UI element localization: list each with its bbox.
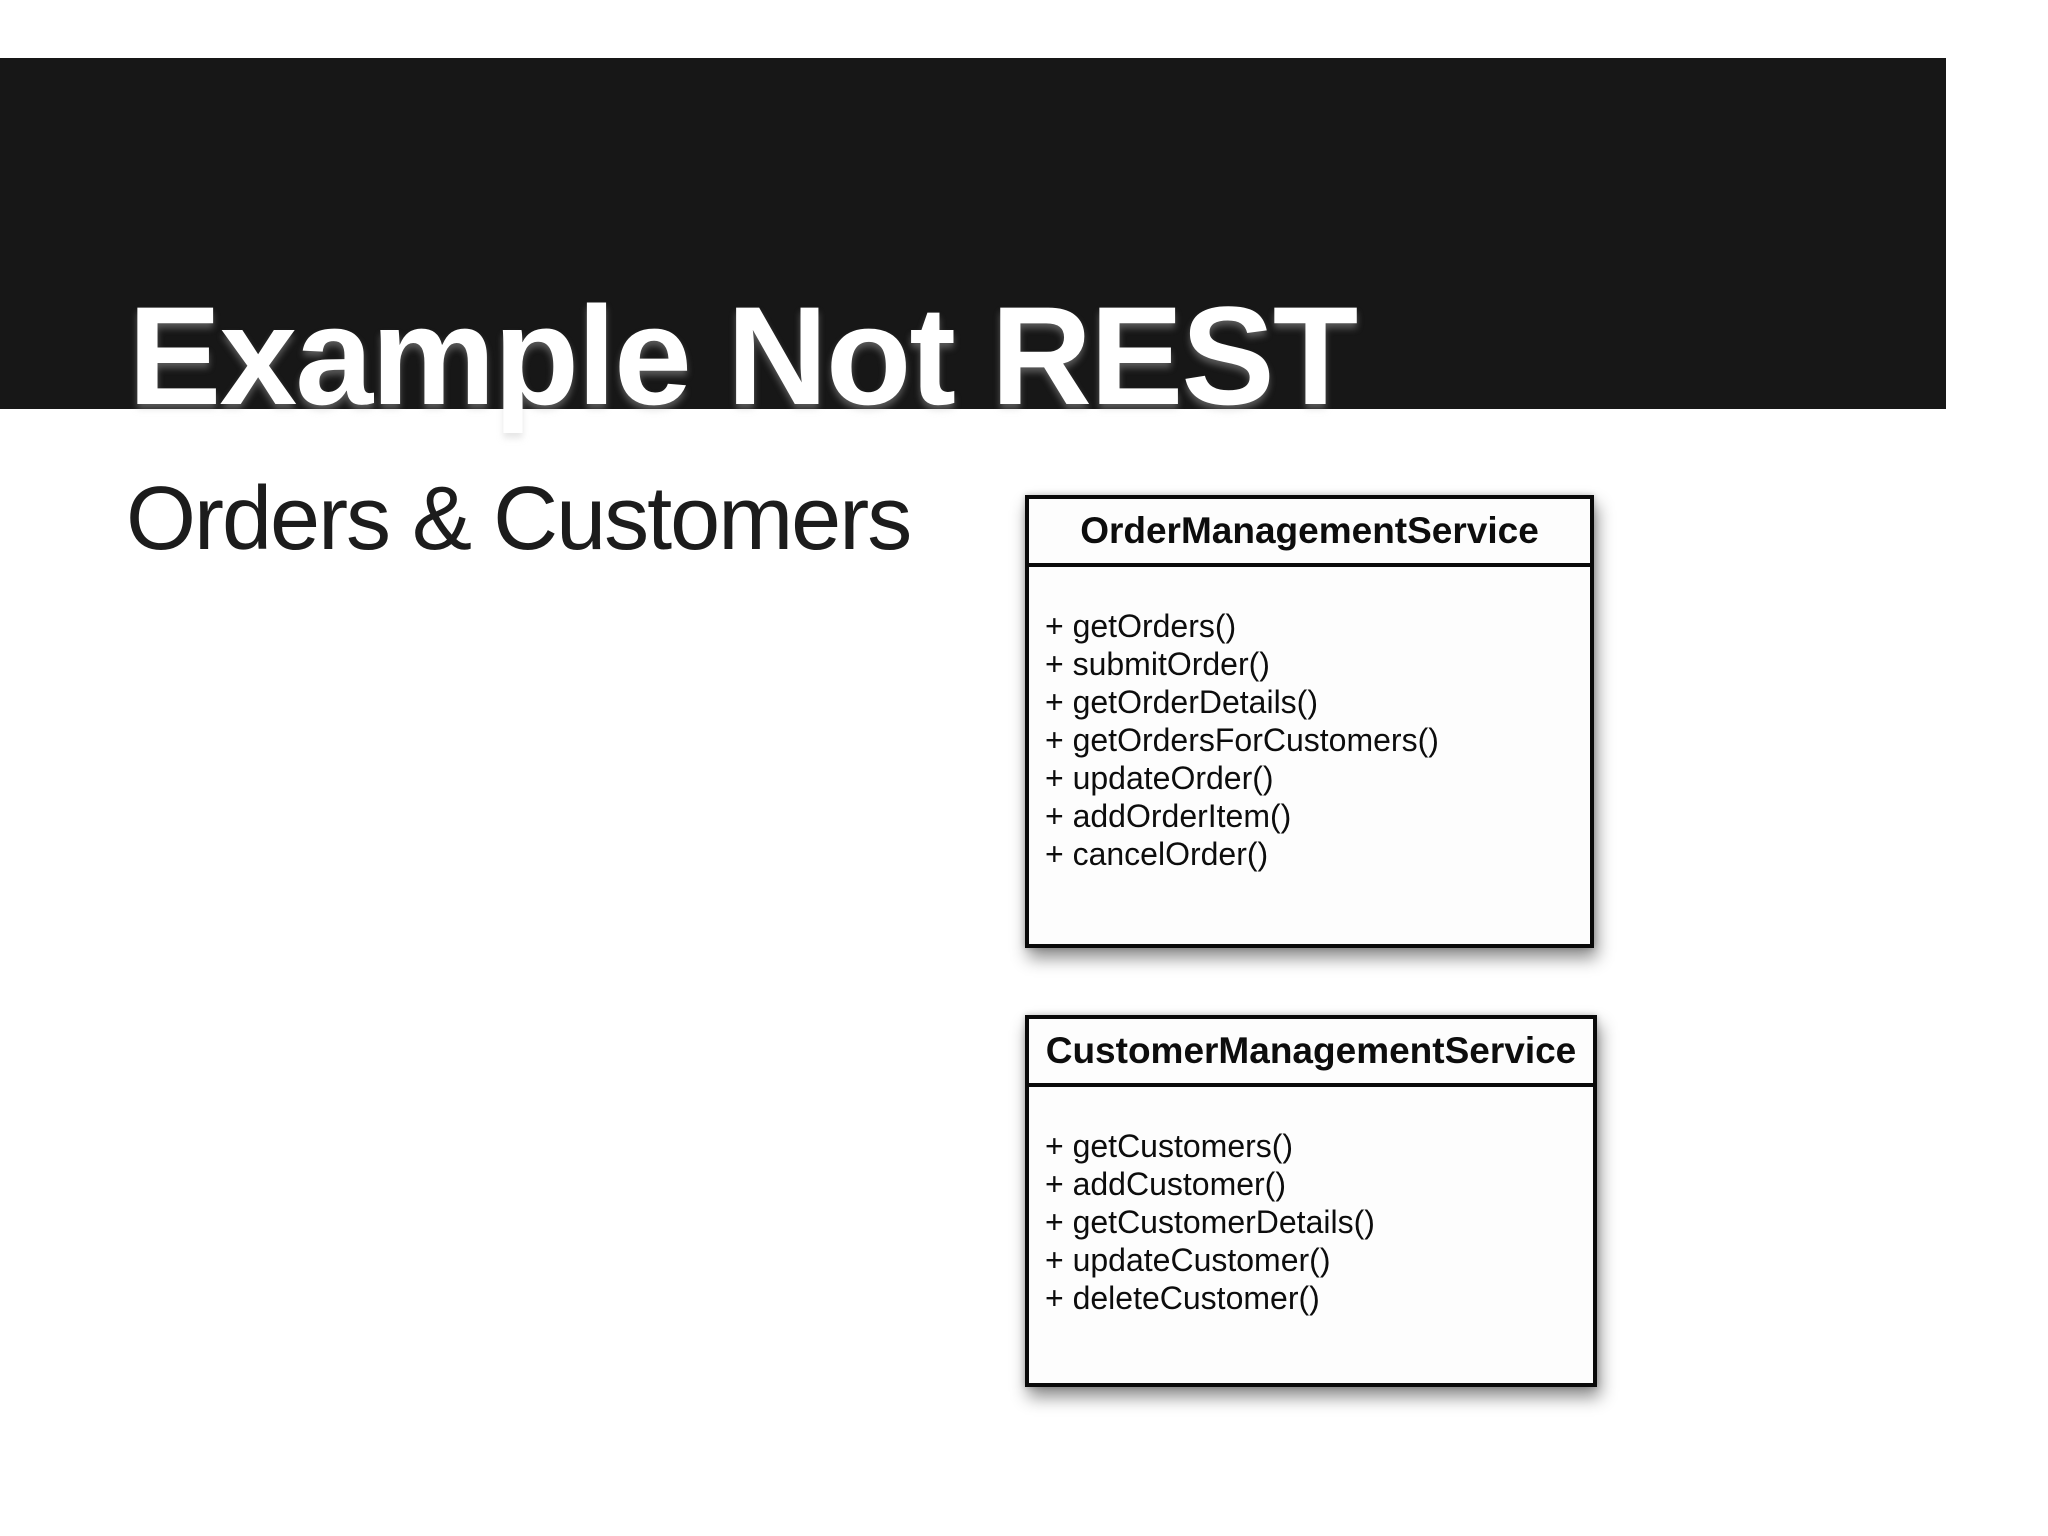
class-method: + getOrderDetails() — [1045, 684, 1318, 720]
class-method: + addOrderItem() — [1045, 798, 1292, 834]
class-method: + getOrdersForCustomers() — [1045, 722, 1439, 758]
class-name-order-management-service: OrderManagementService — [1029, 499, 1590, 567]
title-banner: Example Not REST — [0, 58, 1946, 426]
class-method: + updateCustomer() — [1045, 1242, 1331, 1278]
class-name-customer-management-service: CustomerManagementService — [1029, 1019, 1593, 1087]
slide-subtitle: Orders & Customers — [126, 469, 912, 569]
class-method: + getOrders() — [1045, 608, 1237, 644]
class-method: + getCustomers() — [1045, 1128, 1294, 1164]
class-method: + deleteCustomer() — [1045, 1280, 1320, 1316]
slide-title: Example Not REST — [128, 277, 1358, 434]
class-method: + addCustomer() — [1045, 1166, 1286, 1202]
class-method: + getCustomerDetails() — [1045, 1204, 1375, 1240]
class-method: + cancelOrder() — [1045, 836, 1269, 872]
class-methods-list: + getOrders() + submitOrder() + getOrder… — [1029, 567, 1590, 873]
class-methods-list: + getCustomers() + addCustomer() + getCu… — [1029, 1087, 1593, 1317]
class-method: + submitOrder() — [1045, 646, 1270, 682]
class-method: + updateOrder() — [1045, 760, 1274, 796]
uml-class-order-management-service: OrderManagementService + getOrders() + s… — [1025, 495, 1594, 948]
uml-class-customer-management-service: CustomerManagementService + getCustomers… — [1025, 1015, 1597, 1387]
